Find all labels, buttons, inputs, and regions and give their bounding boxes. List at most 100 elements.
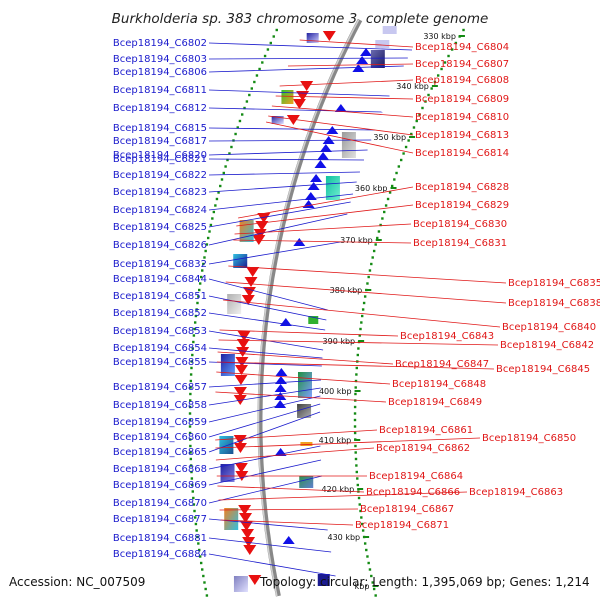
reverse-gene-arrow: [241, 529, 255, 539]
left-gene-label: Bcep18194_C6859: [113, 417, 207, 428]
tick-dot: [427, 93, 430, 97]
reverse-gene-arrow: [236, 339, 250, 349]
tick-dot: [192, 503, 196, 506]
tick-dot: [374, 243, 377, 246]
right-gene-label: Bcep18194_C6862: [376, 443, 470, 454]
right-gene-label: Bcep18194_C6871: [355, 520, 449, 531]
tick-dot: [190, 360, 194, 363]
tick-dot: [189, 444, 192, 448]
tick-label: 430 kbp: [328, 533, 361, 542]
left-gene-label: Bcep18194_C6868: [113, 464, 207, 475]
tick-dot: [243, 106, 246, 110]
tick-dot: [211, 217, 214, 220]
tick-dot: [358, 334, 361, 337]
right-leader-line: [287, 63, 414, 67]
forward-gene-arrow: [360, 48, 373, 56]
left-leader-line: [208, 459, 322, 486]
tick-dot: [241, 113, 244, 116]
tick-dot: [370, 262, 373, 266]
right-leader-line: [228, 265, 507, 284]
left-leader-line: [208, 181, 357, 193]
tick-label: 400 kbp: [319, 387, 352, 396]
tick-dot: [359, 509, 362, 513]
reverse-gene-arrow: [239, 513, 253, 523]
tick-dot: [266, 48, 270, 51]
tick-dot: [377, 230, 381, 233]
left-gene-label: Bcep18194_C6858: [113, 400, 207, 411]
right-gene-label: Bcep18194_C6838: [508, 298, 600, 309]
tick-dot: [418, 113, 421, 116]
tick-dot: [436, 74, 440, 77]
right-gene-label: Bcep18194_C6810: [415, 112, 509, 123]
tick-dot: [192, 340, 195, 344]
right-leader-line: [217, 485, 365, 493]
tick-dot: [204, 249, 207, 253]
left-gene-label: Bcep18194_C6854: [113, 343, 207, 354]
tick-dot: [357, 347, 360, 350]
right-leader-line: [218, 491, 468, 501]
tick-dot: [454, 41, 458, 45]
tick-dot: [204, 587, 207, 591]
tick-dot: [381, 217, 384, 220]
left-gene-label: Bcep18194_C6860: [113, 432, 207, 443]
tick-dot: [198, 288, 201, 292]
left-leader-line: [208, 65, 404, 73]
right-gene-label: Bcep18194_C6831: [413, 238, 507, 249]
reverse-gene-arrow: [253, 229, 267, 239]
forward-gene-arrow: [293, 238, 306, 246]
tick-label: 410 kbp: [319, 436, 352, 445]
tick-dot: [433, 80, 437, 84]
tick-dot: [199, 561, 203, 565]
right-leader-line: [215, 391, 387, 403]
tick-dot: [361, 308, 365, 311]
right-gene-label: Bcep18194_C6830: [413, 219, 507, 230]
tick-dot: [208, 230, 211, 233]
tick-dot: [362, 301, 366, 305]
right-leader-line: [265, 121, 414, 154]
tick-dot: [384, 204, 388, 207]
left-leader-line: [208, 411, 321, 453]
left-leader-line: [208, 295, 327, 321]
tick-dot: [198, 555, 202, 558]
forward-gene-arrow: [334, 104, 347, 112]
tick-dot: [196, 535, 199, 539]
tick-dot: [250, 87, 253, 90]
reverse-gene-arrow: [239, 521, 253, 531]
left-leader-line: [208, 171, 360, 176]
left-gene-label: Bcep18194_C6844: [113, 274, 207, 285]
tick-dot: [193, 321, 197, 324]
left-leader-line: [208, 475, 323, 504]
gene-block: [239, 220, 254, 242]
reverse-gene-arrow: [235, 357, 249, 367]
tick-dot: [236, 126, 239, 129]
reverse-gene-arrow: [234, 365, 248, 375]
tick-dot: [197, 295, 200, 298]
feature-tracks: [219, 26, 397, 592]
right-gene-label: Bcep18194_C6804: [415, 42, 509, 53]
right-gene-label: Bcep18194_C6866: [366, 487, 460, 498]
tick-dot: [189, 457, 193, 461]
tick-dot: [372, 587, 376, 591]
tick-dot: [199, 275, 203, 279]
tick-label: 370 kbp: [340, 236, 373, 245]
tick-dot: [379, 223, 382, 227]
tick-label: 360 kbp: [355, 184, 388, 193]
tick-dot: [189, 373, 193, 376]
tick-dot: [354, 386, 357, 389]
left-gene-label: Bcep18194_C6865: [113, 447, 207, 458]
tick-dot: [196, 301, 199, 305]
right-gene-label: Bcep18194_C6808: [415, 75, 509, 86]
tick-dot: [376, 236, 379, 240]
tick-label: 330 kbp: [423, 32, 456, 41]
tick-dot: [253, 80, 256, 84]
tick-dot: [430, 87, 433, 90]
tick-dot: [353, 425, 357, 428]
tick-dot: [189, 464, 193, 467]
left-leader-line: [208, 149, 368, 156]
reverse-gene-arrow: [286, 115, 300, 125]
right-leader-line: [216, 371, 391, 385]
reverse-gene-arrow: [234, 463, 248, 473]
forward-gene-arrow: [310, 174, 323, 182]
right-gene-label: Bcep18194_C6867: [360, 504, 454, 515]
